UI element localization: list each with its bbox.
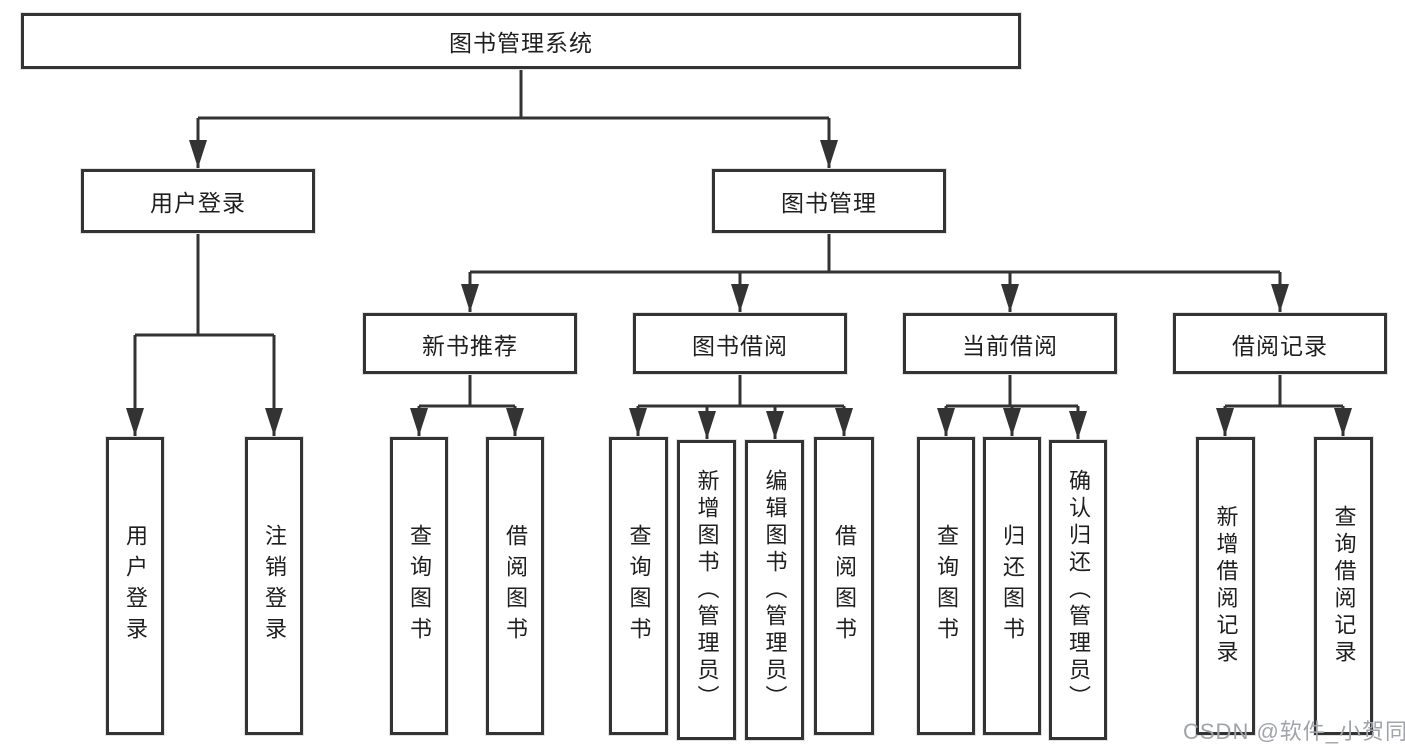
node-leaf-logout-label: 注销登录 (262, 524, 287, 648)
node-new-book-recommendation-label: 新书推荐 (422, 332, 518, 359)
node-leaf-confirm-return-admin-label: 确认归还（管理员） (1066, 468, 1091, 712)
node-leaf-borrow-book-2-label: 借阅图书 (832, 524, 857, 648)
node-leaf-add-borrow-record: 新增借阅记录 (1196, 437, 1255, 735)
node-leaf-confirm-return-admin: 确认归还（管理员） (1049, 440, 1107, 740)
node-user-login: 用户登录 (81, 169, 315, 233)
node-leaf-user-login: 用户登录 (106, 437, 164, 735)
node-leaf-borrow-book-1: 借阅图书 (486, 437, 544, 735)
node-current-borrowing-label: 当前借阅 (962, 332, 1058, 359)
node-leaf-edit-book-admin: 编辑图书（管理员） (745, 440, 804, 740)
node-leaf-edit-book-admin-label: 编辑图书（管理员） (762, 468, 788, 712)
node-borrowing-records: 借阅记录 (1173, 313, 1387, 374)
node-leaf-return-book-label: 归还图书 (1000, 524, 1025, 648)
node-leaf-query-book-2-label: 查询图书 (626, 524, 652, 648)
node-book-borrowing-label: 图书借阅 (692, 332, 788, 359)
node-leaf-query-book-1-label: 查询图书 (407, 524, 432, 648)
node-book-management-label: 图书管理 (781, 190, 877, 216)
node-leaf-query-book-2: 查询图书 (609, 437, 668, 735)
node-leaf-query-borrow-record-label: 查询借阅记录 (1331, 505, 1357, 667)
node-user-login-label: 用户登录 (150, 190, 246, 216)
node-borrowing-records-label: 借阅记录 (1232, 332, 1328, 359)
node-current-borrowing: 当前借阅 (903, 313, 1117, 374)
node-leaf-query-book-1: 查询图书 (390, 437, 448, 735)
node-leaf-user-login-label: 用户登录 (123, 524, 148, 648)
node-leaf-query-borrow-record: 查询借阅记录 (1314, 437, 1373, 735)
node-leaf-logout: 注销登录 (245, 437, 303, 735)
node-new-book-recommendation: 新书推荐 (363, 313, 577, 374)
csdn-watermark: CSDN @软件_小贺同学 (1183, 719, 1405, 744)
node-leaf-add-borrow-record-label: 新增借阅记录 (1213, 505, 1239, 667)
node-leaf-add-book-admin-label: 新增图书（管理员） (694, 468, 720, 712)
node-leaf-borrow-book-1-label: 借阅图书 (503, 524, 528, 648)
node-leaf-query-book-3-label: 查询图书 (934, 524, 959, 648)
node-root-label: 图书管理系统 (449, 30, 593, 56)
node-leaf-borrow-book-2: 借阅图书 (814, 437, 874, 735)
node-root: 图书管理系统 (21, 13, 1021, 69)
node-leaf-return-book: 归还图书 (983, 437, 1041, 735)
node-book-management: 图书管理 (712, 169, 946, 233)
node-book-borrowing: 图书借阅 (633, 313, 847, 374)
node-leaf-add-book-admin: 新增图书（管理员） (677, 440, 736, 740)
node-leaf-query-book-3: 查询图书 (917, 437, 975, 735)
